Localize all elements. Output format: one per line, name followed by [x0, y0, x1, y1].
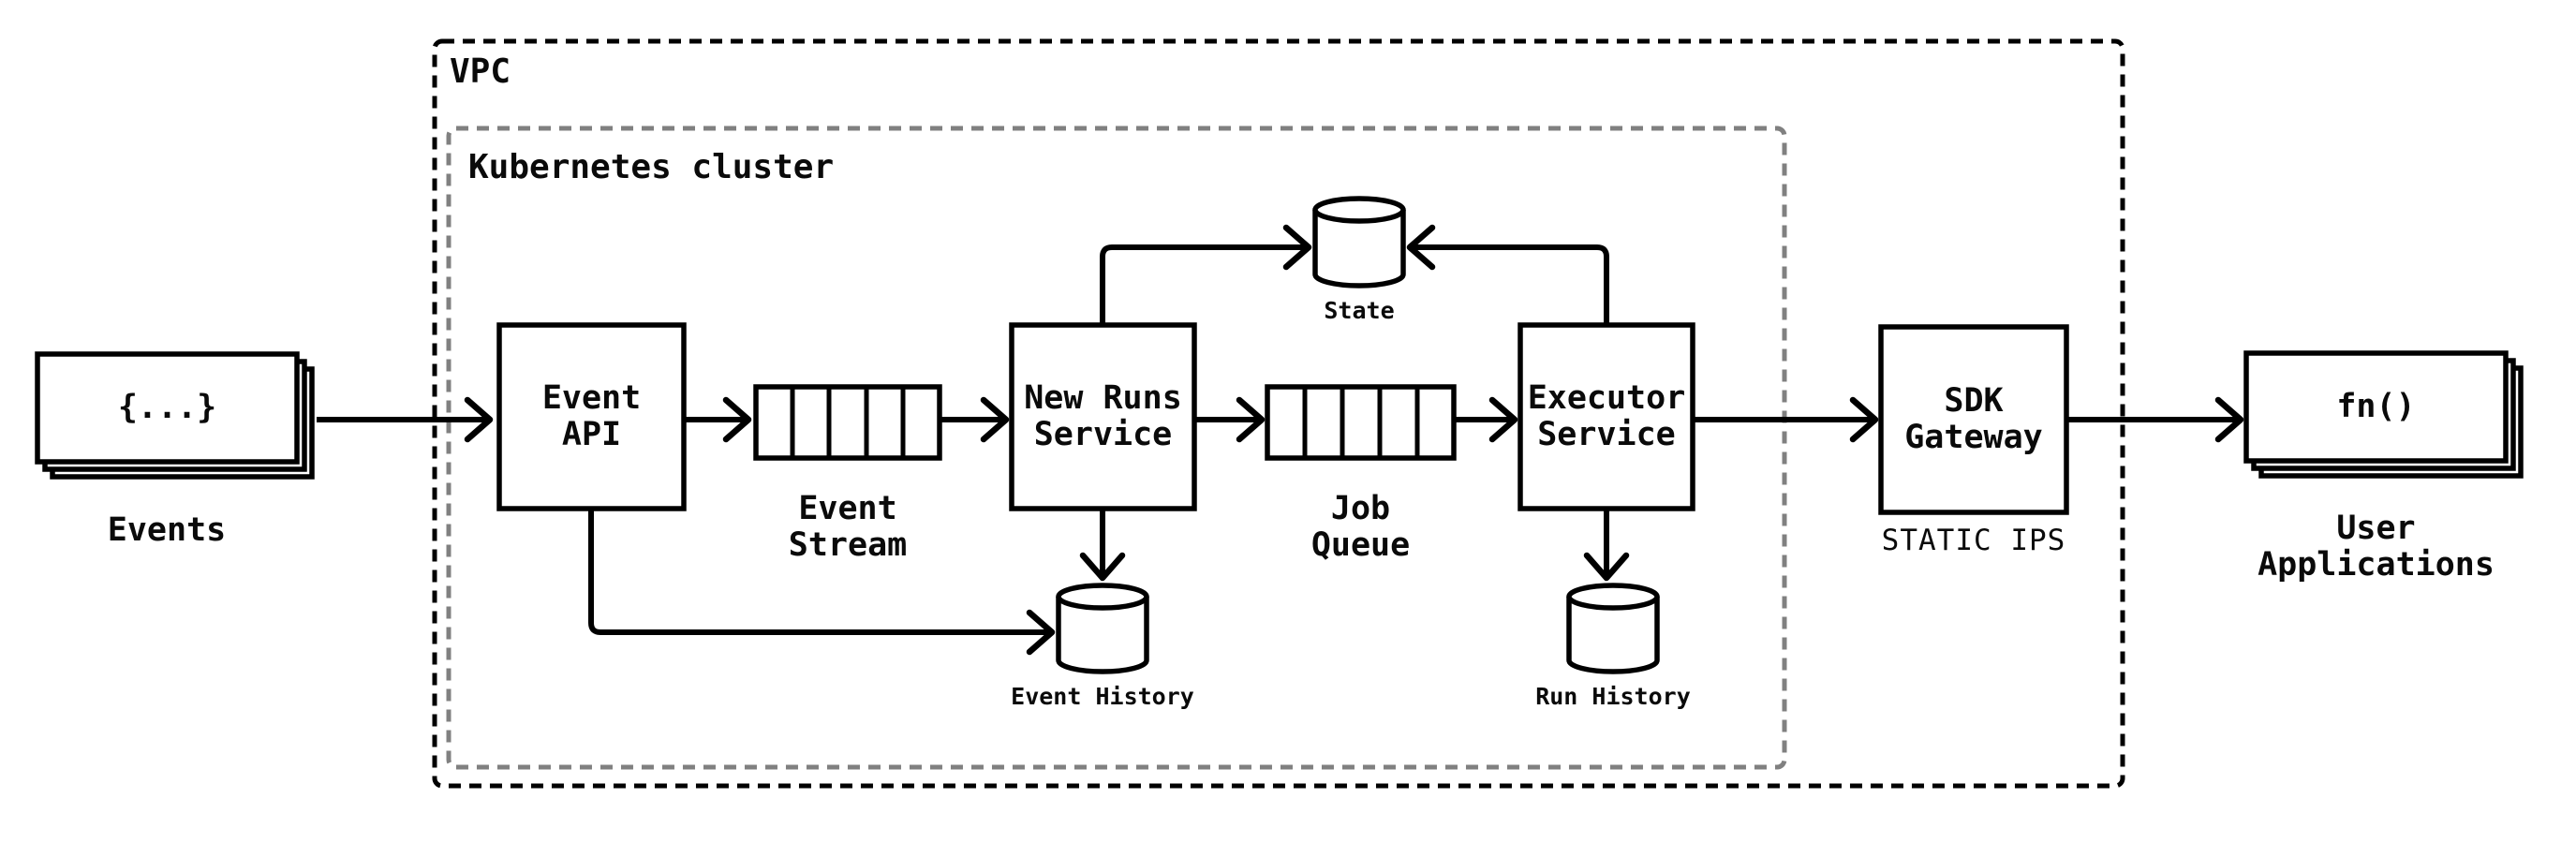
sdk-gateway-box	[1878, 324, 2069, 515]
run-history-label: Run History	[1535, 683, 1691, 710]
arrow-new-runs-to-state	[1100, 224, 1312, 325]
executor-service-box	[1517, 322, 1695, 511]
user-app-card-front	[2243, 350, 2509, 464]
event-api-box	[496, 322, 687, 511]
new-runs-service-box	[1009, 322, 1197, 511]
vpc-label: VPC	[450, 52, 511, 91]
run-history-database-icon	[1566, 583, 1660, 674]
event-stream-queue-icon	[753, 384, 942, 461]
events-label: Events	[107, 511, 227, 549]
user-applications-label: User Applications	[2258, 510, 2495, 584]
event-api-label: Event API	[541, 378, 642, 453]
kubernetes-cluster-label: Kubernetes cluster	[468, 148, 835, 186]
user-applications-card-stack	[2243, 350, 2524, 479]
events-card-text: {...}	[117, 388, 217, 426]
kubernetes-cluster-boundary	[446, 126, 1787, 770]
event-history-label: Event History	[1011, 683, 1194, 710]
vpc-boundary	[432, 38, 2125, 789]
executor-service-label: Executor Service	[1527, 378, 1686, 453]
events-card-stack	[35, 351, 315, 480]
arrow-executor-to-state	[1406, 224, 1609, 325]
events-card-front	[35, 351, 300, 465]
job-queue-label: Job Queue	[1310, 490, 1411, 565]
event-stream-label: Event Stream	[788, 490, 908, 565]
static-ips-label: STATIC IPS	[1881, 524, 2066, 557]
event-history-database-icon	[1056, 583, 1149, 674]
new-runs-service-label: New Runs Service	[1024, 378, 1182, 453]
job-queue-icon	[1265, 384, 1457, 461]
state-label: State	[1324, 297, 1395, 324]
state-database-icon	[1312, 196, 1406, 288]
sdk-gateway-label: SDK Gateway	[1904, 381, 2043, 456]
arrow-event-api-to-event-history	[588, 509, 1056, 656]
user-applications-card-text: fn()	[2336, 387, 2416, 425]
